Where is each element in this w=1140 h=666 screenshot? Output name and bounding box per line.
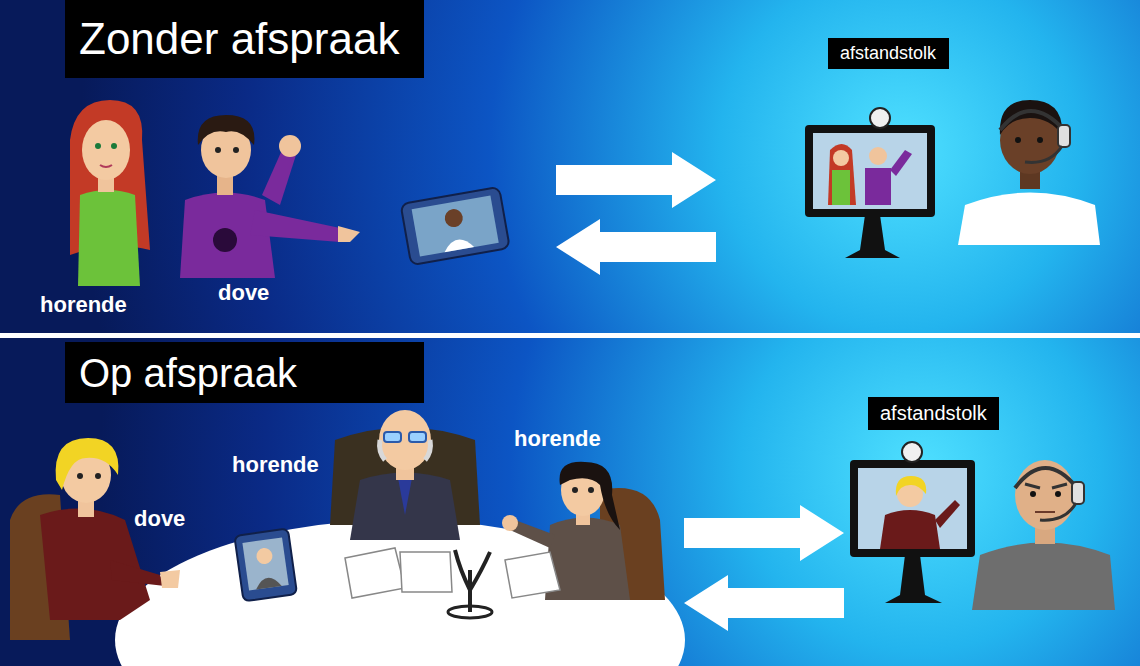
deaf-person xyxy=(10,438,180,640)
video-tablet xyxy=(401,187,510,265)
person-label: dove xyxy=(218,280,269,306)
hearing-person xyxy=(330,410,480,540)
interpreter xyxy=(972,460,1115,610)
arrow xyxy=(556,152,716,208)
panel-heading: afstandstolk xyxy=(840,43,936,64)
label-box: afstandstolk xyxy=(868,397,999,430)
arrow xyxy=(556,219,716,275)
panel-heading: Op afspraak xyxy=(79,350,297,396)
video-monitor xyxy=(805,108,935,258)
hearing-person xyxy=(70,100,150,286)
person-label: dove xyxy=(134,506,185,532)
arrow xyxy=(684,505,844,561)
label-box: afstandstolk xyxy=(828,38,949,69)
panel-ground xyxy=(0,0,1140,333)
table-items xyxy=(234,529,560,618)
person-label: horende xyxy=(514,426,601,452)
label-box: Zonder afspraak xyxy=(65,0,424,78)
panel-heading: afstandstolk xyxy=(880,402,987,425)
arrow xyxy=(684,575,844,631)
video-monitor xyxy=(850,442,975,603)
panel-heading: Zonder afspraak xyxy=(79,14,399,65)
hearing-person xyxy=(502,462,665,600)
person-label: horende xyxy=(232,452,319,478)
label-box: Op afspraak xyxy=(65,342,424,403)
deaf-person xyxy=(180,115,360,278)
person-label: horende xyxy=(40,292,127,318)
interpreter xyxy=(958,100,1100,245)
